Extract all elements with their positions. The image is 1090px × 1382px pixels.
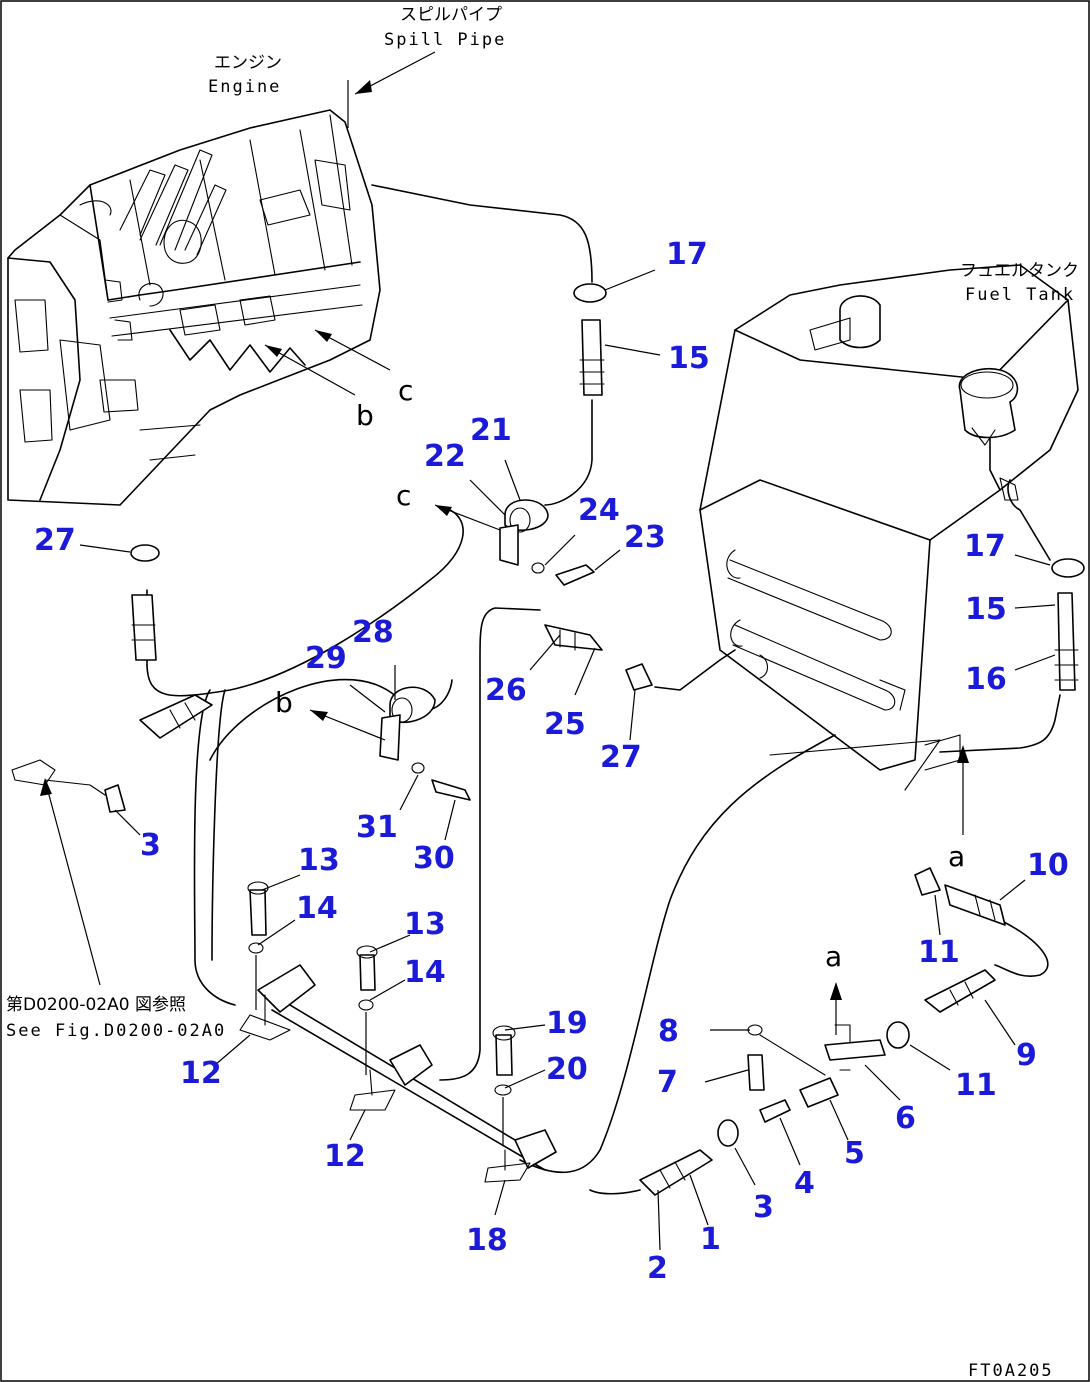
part-number-12-left: 12: [180, 1056, 222, 1091]
view-ref-b-clamp: b: [275, 686, 293, 719]
cross-bar-assembly: [239, 964, 557, 1183]
part-number-21: 21: [470, 413, 512, 448]
part-number-15-top: 15: [668, 341, 710, 376]
part-number-1: 1: [700, 1222, 721, 1257]
small-parts: [11, 283, 1085, 1196]
part-number-26: 26: [485, 673, 527, 708]
part-number-7: 7: [657, 1065, 678, 1100]
spill-pipe-jp-label: スピルパイプ: [400, 5, 502, 25]
part-number-11-lower: 11: [955, 1068, 997, 1103]
part-number-24: 24: [578, 493, 620, 528]
part-number-12-mid: 12: [324, 1139, 366, 1174]
part-number-8: 8: [658, 1014, 679, 1049]
engine-label: Engine: [208, 77, 281, 97]
view-ref-c-clamp: c: [396, 479, 411, 512]
part-number-16: 16: [965, 662, 1007, 697]
view-ref-c-engine: c: [398, 374, 413, 407]
part-number-17-right: 17: [964, 529, 1006, 564]
part-number-18: 18: [466, 1223, 508, 1258]
part-number-22: 22: [424, 439, 466, 474]
part-number-3-lower: 3: [753, 1190, 774, 1225]
part-number-25: 25: [544, 707, 586, 742]
engine-jp-label: エンジン: [214, 53, 282, 73]
spill-pipe-leader: [347, 51, 436, 128]
part-number-9: 9: [1016, 1038, 1037, 1073]
tank-bracket-plane: [769, 739, 941, 791]
drawing-code: FT0A205: [968, 1361, 1054, 1381]
engine-view-arrows: [264, 329, 391, 396]
fuel-tank: [699, 264, 1079, 771]
part-number-20: 20: [546, 1052, 588, 1087]
part-number-27-engine: 27: [34, 523, 76, 558]
view-ref-b-engine: b: [356, 399, 374, 432]
part-number-10: 10: [1027, 848, 1069, 883]
part-numbers: 17 15 21 22 24 23 27 28 29 26 25 27 17 1…: [34, 237, 1069, 1286]
part-number-30: 30: [413, 841, 455, 876]
hoses: [146, 399, 1061, 1195]
text-labels: スピルパイプ Spill Pipe エンジン Engine フュエルタンク Fu…: [6, 5, 1079, 1381]
fuel-tank-jp-label: フュエルタンク: [960, 261, 1079, 281]
see-fig-label: See Fig.D0200-02A0: [6, 1021, 226, 1041]
part-number-14-left: 14: [296, 891, 338, 926]
part-number-31: 31: [356, 810, 398, 845]
part-number-27-tank: 27: [600, 740, 642, 775]
part-number-14-mid: 14: [404, 955, 446, 990]
part-number-6: 6: [895, 1101, 916, 1136]
part-number-19: 19: [546, 1006, 588, 1041]
part-number-29: 29: [305, 641, 347, 676]
part-number-17-top: 17: [666, 237, 708, 272]
fuel-tank-label: Fuel Tank: [965, 285, 1075, 305]
see-fig-jp-label: 第D0200-02A0 図参照: [6, 995, 186, 1015]
view-ref-a-bracket: a: [825, 940, 842, 973]
part-number-23: 23: [624, 520, 666, 555]
part-number-2: 2: [647, 1251, 668, 1286]
part-number-28: 28: [352, 615, 394, 650]
part-number-13-left: 13: [298, 843, 340, 878]
view-ref-a-tank: a: [948, 840, 965, 873]
part-number-3-left: 3: [140, 828, 161, 863]
part-number-4: 4: [794, 1166, 815, 1201]
spill-pipe-label: Spill Pipe: [384, 30, 506, 50]
part-number-11-upper: 11: [918, 935, 960, 970]
spill-pipe-hose: [371, 184, 593, 283]
part-number-5: 5: [844, 1136, 865, 1171]
leader-lines: [79, 269, 1056, 1251]
engine-block: [7, 109, 381, 506]
part-number-15-right: 15: [965, 592, 1007, 627]
part-number-13-mid: 13: [404, 907, 446, 942]
